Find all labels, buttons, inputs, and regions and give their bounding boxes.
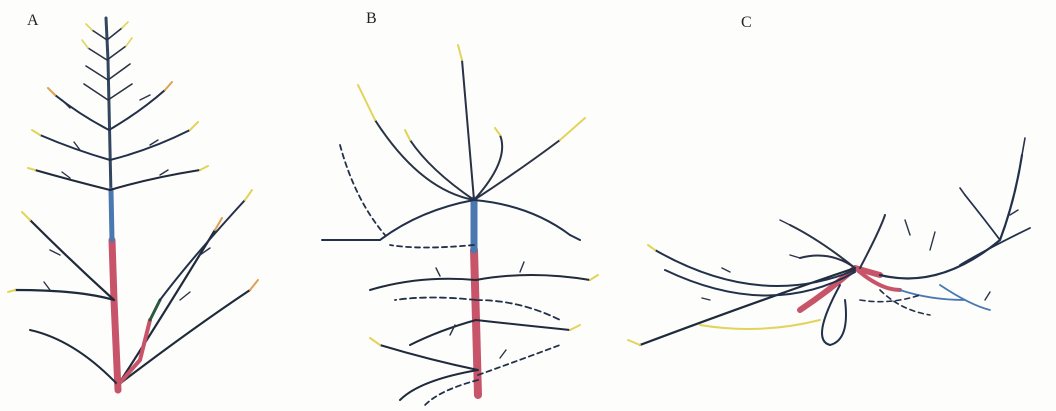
tree-c: [628, 138, 1030, 345]
tree-b-leader: [462, 60, 474, 200]
tree-a: [8, 18, 258, 390]
tree-b: [322, 45, 598, 405]
tree-a-trunk-blue: [111, 190, 112, 240]
tree-a-trunk-lower: [112, 240, 118, 390]
tree-b-trunk-lower: [474, 250, 478, 395]
